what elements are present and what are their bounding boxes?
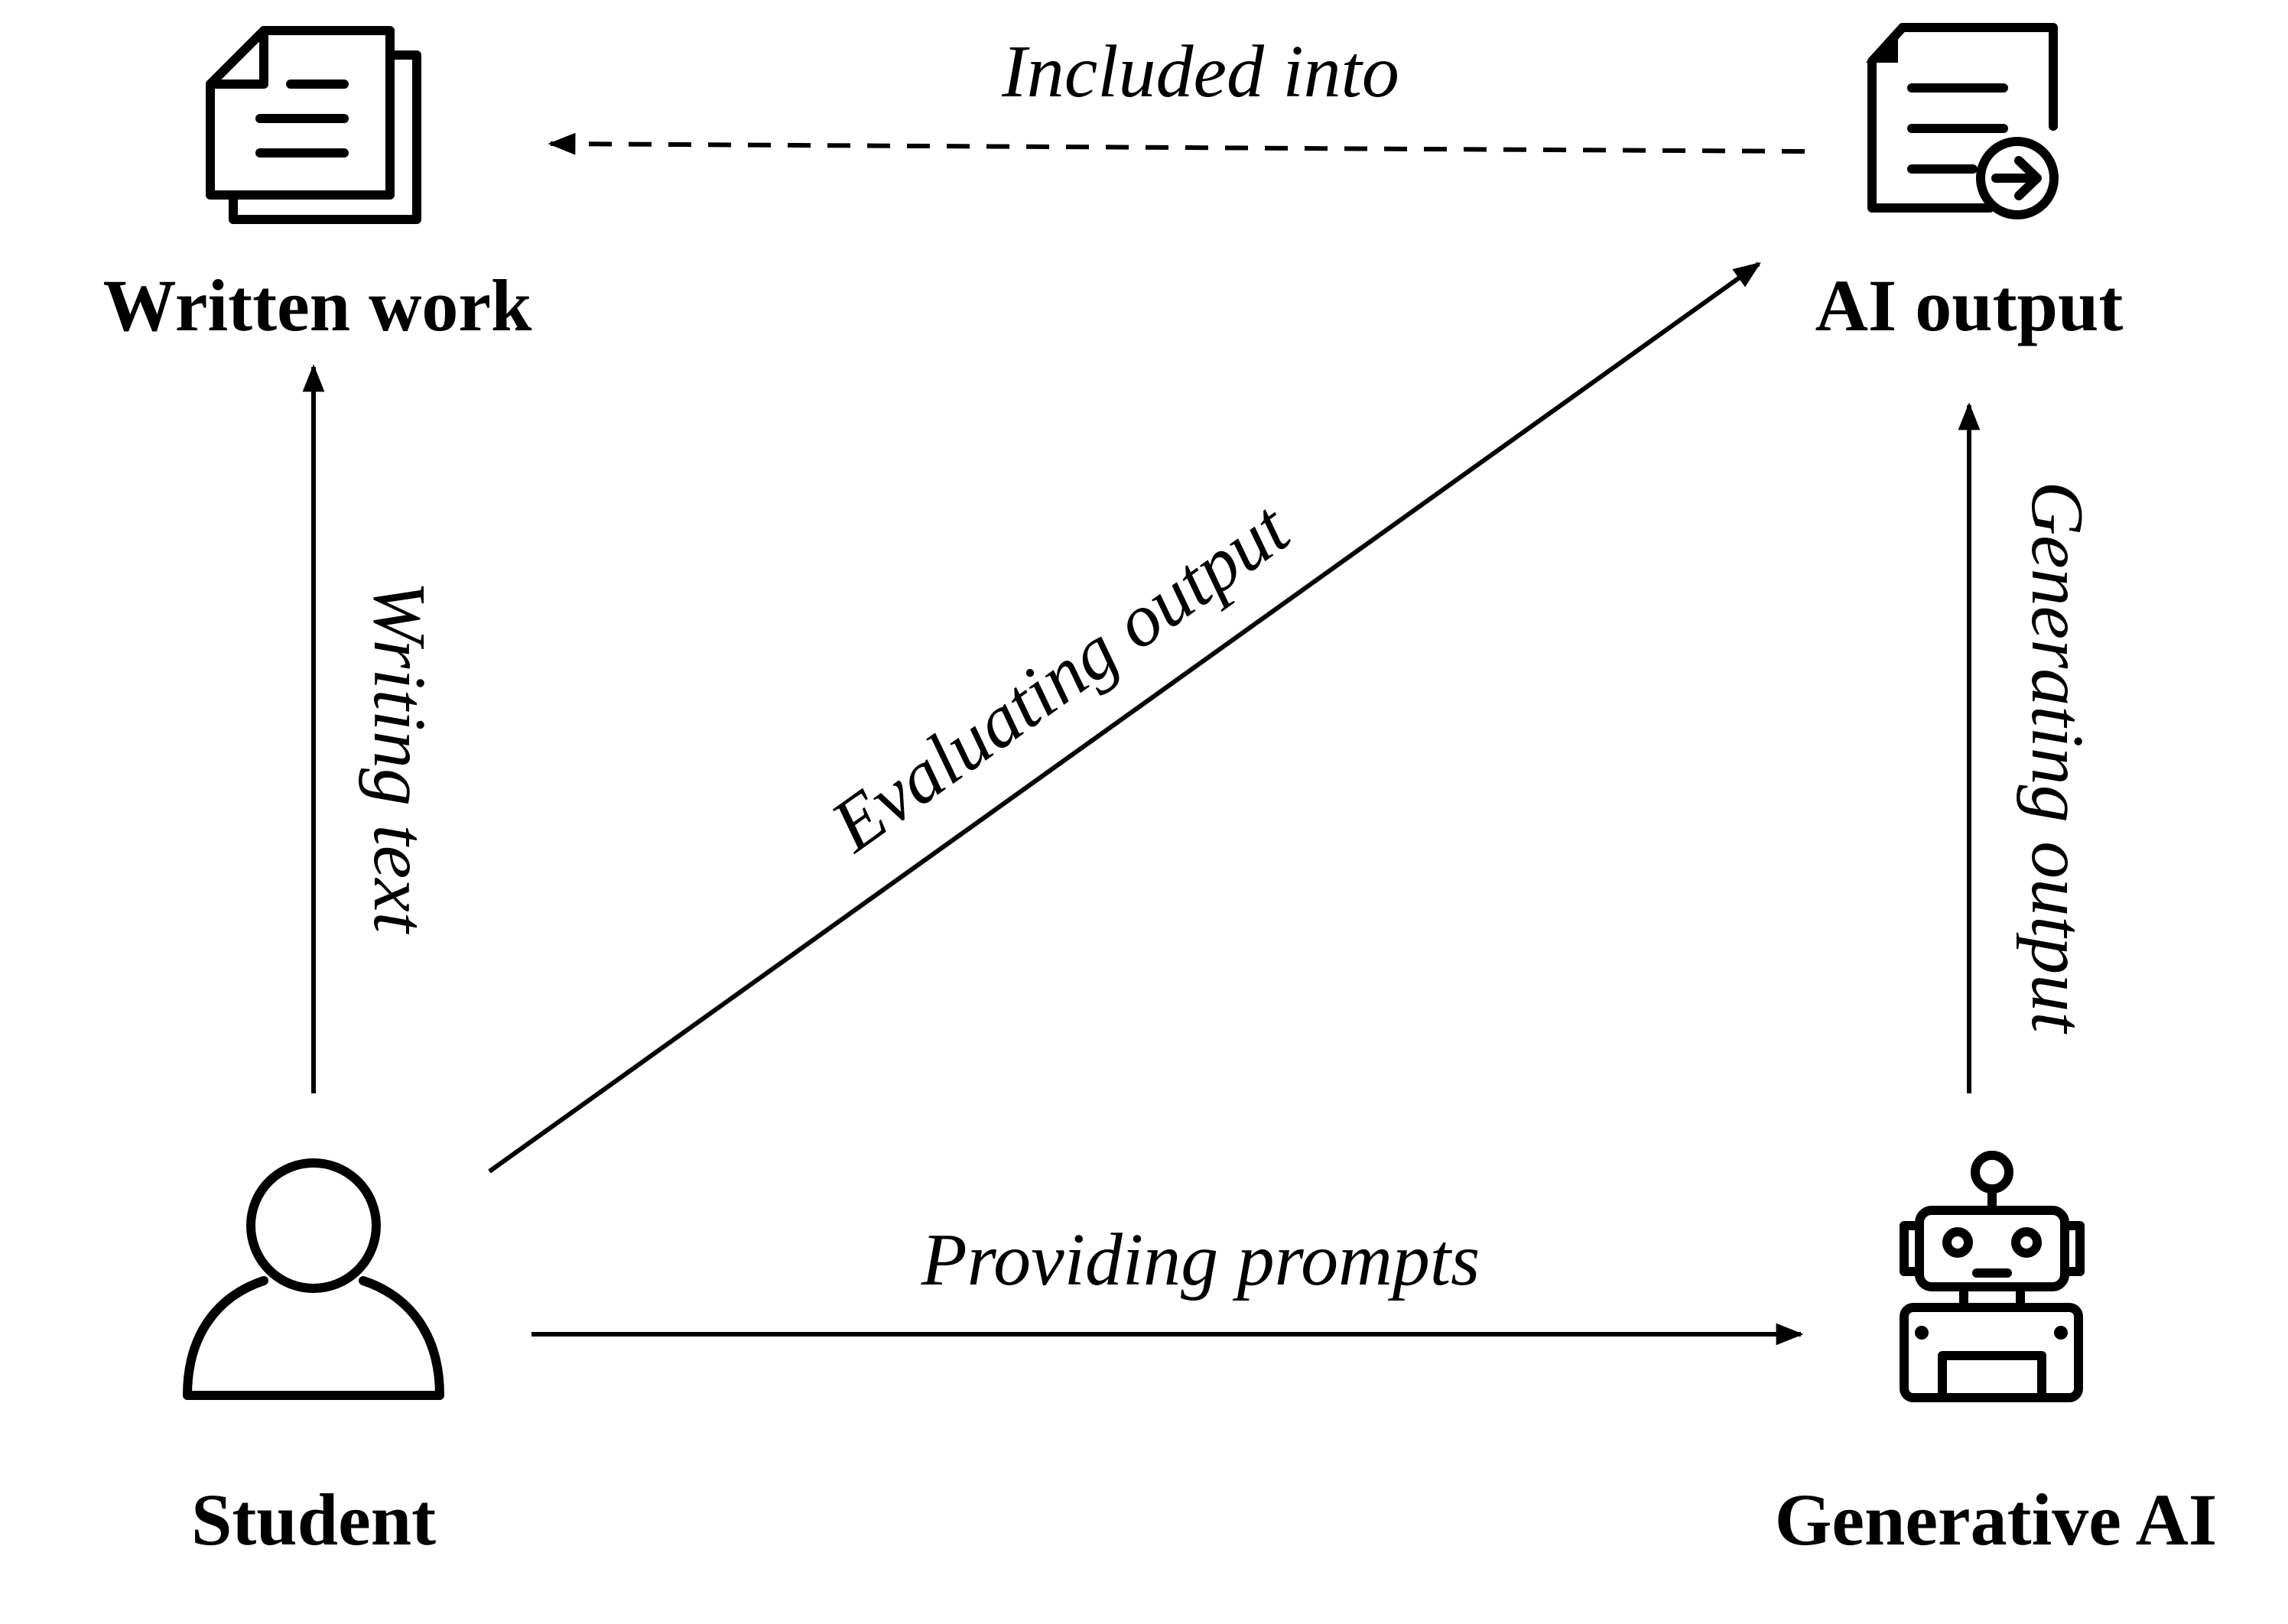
node-label-student: Student: [191, 1479, 436, 1561]
node-generative-ai: Generative AI: [1775, 1151, 2218, 1561]
stacked-document-icon: [206, 26, 421, 224]
edge-label-included-into: Included into: [1001, 31, 1399, 113]
node-label-ai-output: AI output: [1815, 265, 2124, 346]
node-label-generative-ai: Generative AI: [1775, 1479, 2218, 1561]
document-export-icon: [1866, 23, 2059, 219]
edge-generating-output: Generating output: [1958, 402, 2098, 1093]
edge-writing-text: Writing text: [302, 364, 440, 1093]
robot-icon: [1900, 1151, 2085, 1402]
edge-label-providing-prompts: Providing prompts: [921, 1219, 1480, 1301]
edge-label-writing-text: Writing text: [358, 581, 440, 935]
edge-providing-prompts: Providing prompts: [531, 1219, 1804, 1346]
edge-evaluating-output: Evaluating output: [488, 261, 1761, 1174]
edge-label-generating-output: Generating output: [2016, 481, 2098, 1034]
node-ai-output: AI output: [1815, 23, 2124, 346]
node-written-work: Written work: [103, 26, 532, 346]
person-icon: [183, 1158, 444, 1400]
edge-included-into: Included into: [548, 31, 1805, 155]
node-label-written-work: Written work: [103, 265, 532, 346]
edge-label-evaluating-output: Evaluating output: [815, 486, 1305, 869]
node-student: Student: [183, 1158, 444, 1561]
